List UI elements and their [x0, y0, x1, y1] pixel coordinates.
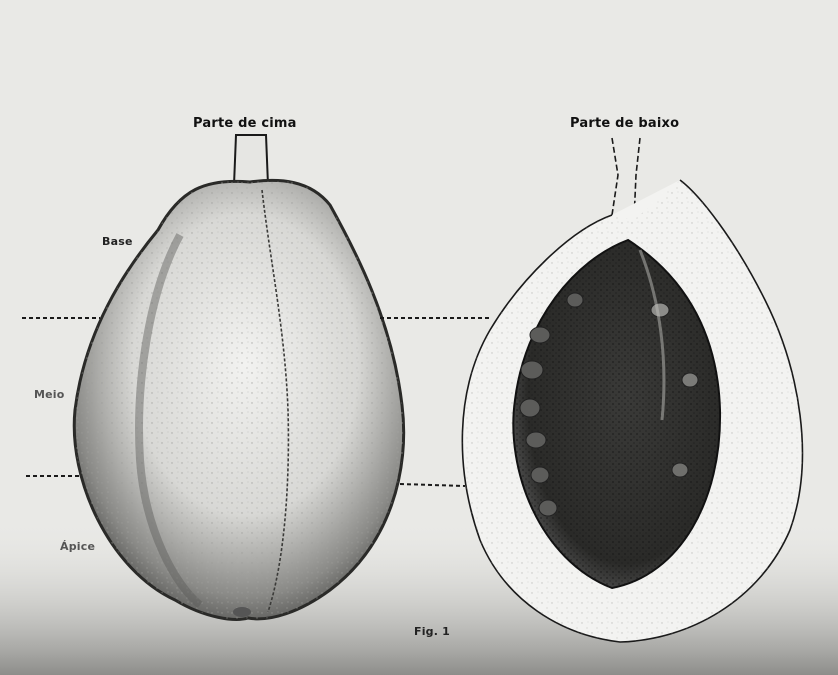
label-top-part: Parte de cima	[193, 116, 297, 131]
label-region-apice: Ápice	[60, 540, 95, 553]
label-region-meio: Meio	[34, 388, 65, 401]
label-bottom-part: Parte de baixo	[570, 116, 679, 131]
cut-papaya	[462, 138, 802, 642]
blossom-end	[233, 607, 251, 617]
stem-whole	[234, 135, 268, 185]
figure-number: Fig. 1	[414, 625, 450, 638]
label-region-base: Base	[102, 235, 133, 248]
whole-papaya	[74, 135, 403, 619]
zone-line-lower-right	[400, 484, 465, 486]
